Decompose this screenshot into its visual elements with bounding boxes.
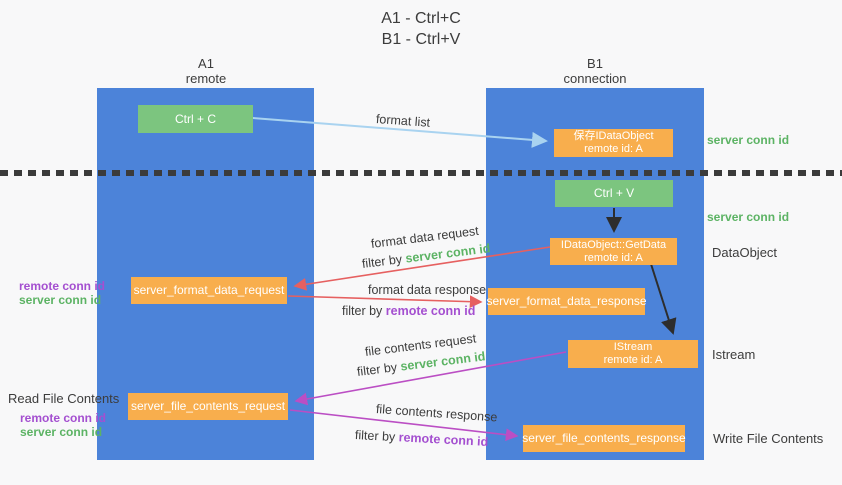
server-conn-id-right-1: server conn id (707, 133, 790, 147)
filter-by-text: filter by (354, 428, 396, 445)
istream-line2: remote id: A (603, 354, 663, 366)
getdata-line2: remote id: A (584, 251, 643, 264)
ctrl-v-box: Ctrl + V (555, 180, 673, 207)
title-line-a1: A1 - Ctrl+C (381, 10, 461, 27)
ctrl-v-label: Ctrl + V (593, 186, 635, 200)
column-a1-name: A1 (198, 56, 214, 71)
column-header-b1: B1 connection (535, 56, 655, 86)
server-file-contents-request-label: server_file_contents_request (130, 399, 286, 413)
server-format-data-response-box: server_format_data_response (486, 288, 647, 315)
column-header-a1: A1 remote (146, 56, 266, 86)
save-idataobject-line1: 保存IDataObject (573, 130, 654, 142)
server-format-data-request-label: server_format_data_request (133, 283, 285, 297)
filter-by-text: filter by (342, 304, 383, 318)
server-file-contents-response-box: server_file_contents_response (522, 425, 686, 452)
save-idataobject-line2: remote id: A (584, 143, 643, 155)
format-data-response-filter-label: filter by remote conn id (342, 304, 475, 318)
column-b1-name: B1 (587, 56, 603, 71)
ctrl-c-box: Ctrl + C (138, 105, 253, 133)
server-format-data-request-box: server_format_data_request (131, 277, 287, 304)
server-file-contents-response-label: server_file_contents_response (522, 431, 686, 445)
save-idataobject-box: 保存IDataObject remote id: A (554, 129, 673, 157)
ctrl-c-label: Ctrl + C (174, 111, 216, 126)
remote-conn-id-left-1: remote conn id (19, 279, 106, 293)
format-data-response-label: format data response (368, 283, 487, 297)
server-format-data-response-label: server_format_data_response (486, 294, 647, 308)
remote-conn-id-text: remote conn id (385, 304, 476, 318)
remote-conn-id-left-2: remote conn id (20, 411, 107, 425)
copy-paste-divider (0, 170, 842, 176)
file-contents-response-filter-label: filter by remote conn id (355, 428, 489, 449)
read-file-contents-label: Read File Contents (8, 391, 120, 406)
filter-by-text: filter by (356, 360, 398, 379)
server-file-contents-request-box: server_file_contents_request (128, 393, 288, 420)
getdata-line1: IDataObject::GetData (560, 238, 667, 251)
title-line-b1: B1 - Ctrl+V (381, 31, 461, 48)
server-conn-id-left-2: server conn id (20, 425, 103, 439)
column-b1-subtitle: connection (563, 71, 627, 86)
remote-conn-id-text: remote conn id (398, 430, 489, 449)
istream-box: IStream remote id: A (568, 340, 698, 368)
format-list-label: format list (375, 112, 431, 130)
istream-side-label: Istream (712, 347, 756, 362)
server-conn-id-right-2: server conn id (707, 210, 790, 224)
dataobject-label: DataObject (712, 245, 778, 260)
column-a1-subtitle: remote (185, 71, 227, 86)
filter-by-text: filter by (361, 252, 403, 271)
file-contents-response-label: file contents response (375, 402, 498, 425)
write-file-contents-label: Write File Contents (713, 431, 824, 446)
server-conn-id-left-1: server conn id (19, 293, 102, 307)
diagram-title: A1 - Ctrl+C B1 - Ctrl+V (0, 8, 842, 50)
istream-line1: IStream (613, 341, 653, 353)
idataobject-getdata-box: IDataObject::GetData remote id: A (550, 238, 677, 265)
